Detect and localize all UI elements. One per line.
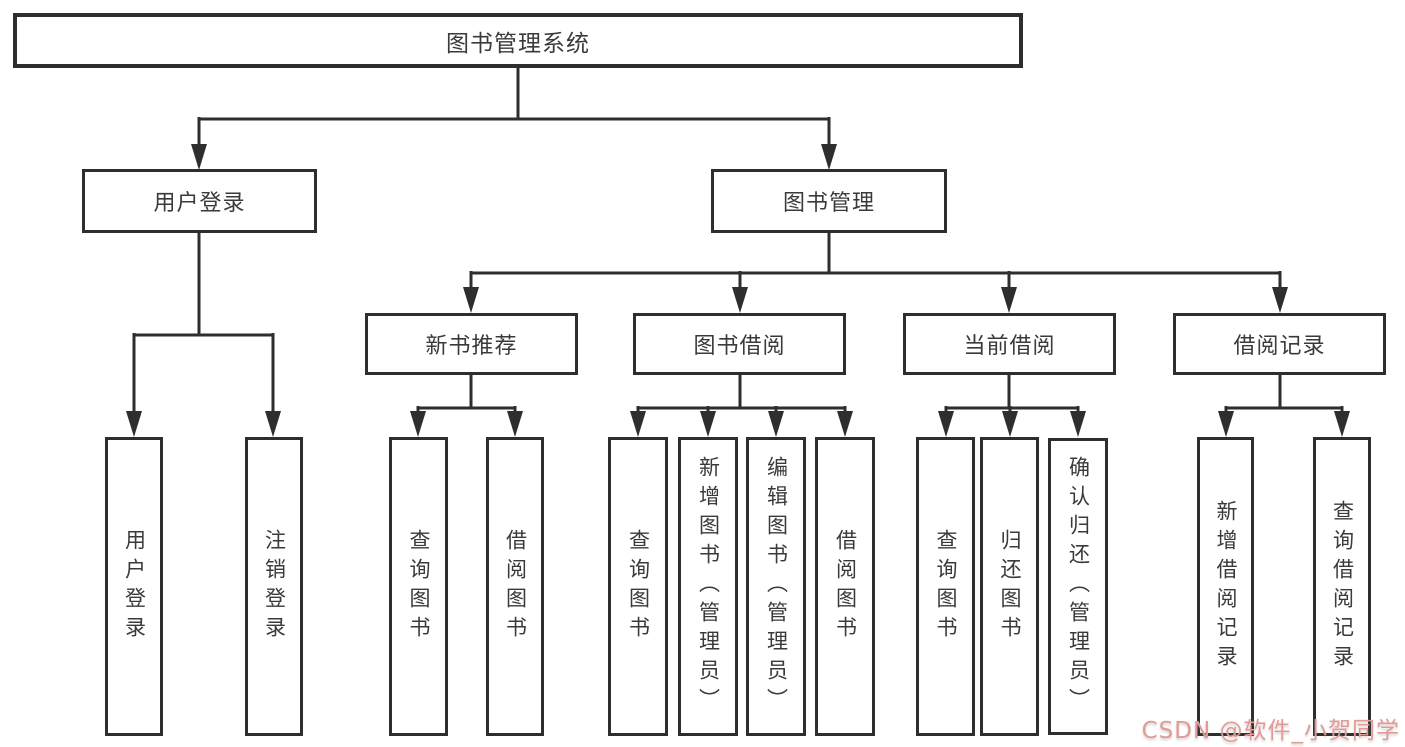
leaf-logout-label: 注销登录 xyxy=(262,528,287,645)
node-user-login: 用户登录 xyxy=(82,169,317,233)
node-current-borrow-label: 当前借阅 xyxy=(963,334,1056,359)
leaf-bb-edit-book-admin: 编辑图书（管理员） xyxy=(746,437,806,736)
leaf-nb-borrow-book: 借阅图书 xyxy=(486,437,544,736)
node-book-borrow: 图书借阅 xyxy=(633,313,846,375)
leaf-bb-add-book-admin: 新增图书（管理员） xyxy=(678,437,738,736)
arrowheads xyxy=(126,144,1350,437)
node-book-borrow-label: 图书借阅 xyxy=(693,334,786,359)
leaf-cb-confirm-return-admin-label: 确认归还（管理员） xyxy=(1066,456,1091,717)
leaf-br-query-record: 查询借阅记录 xyxy=(1313,437,1371,736)
leaf-cb-query-book-label: 查询图书 xyxy=(934,528,958,645)
leaf-nb-borrow-book-label: 借阅图书 xyxy=(503,528,528,645)
node-root: 图书管理系统 xyxy=(13,13,1023,68)
node-new-book-recommend-label: 新书推荐 xyxy=(425,334,518,359)
node-new-book-recommend: 新书推荐 xyxy=(365,313,578,375)
node-book-management: 图书管理 xyxy=(711,169,947,233)
leaf-bb-query-book: 查询图书 xyxy=(608,437,668,736)
leaf-nb-query-book: 查询图书 xyxy=(389,437,448,736)
leaf-bb-edit-book-admin-label: 编辑图书（管理员） xyxy=(764,456,789,717)
node-user-login-label: 用户登录 xyxy=(153,191,246,216)
leaf-br-add-record-label: 新增借阅记录 xyxy=(1214,499,1238,674)
node-borrow-record: 借阅记录 xyxy=(1173,313,1386,375)
leaf-cb-query-book: 查询图书 xyxy=(916,437,975,736)
leaf-br-add-record: 新增借阅记录 xyxy=(1197,437,1254,736)
node-current-borrow: 当前借阅 xyxy=(903,313,1116,375)
node-borrow-record-label: 借阅记录 xyxy=(1233,334,1326,359)
leaf-user-login: 用户登录 xyxy=(105,437,163,736)
leaf-bb-query-book-label: 查询图书 xyxy=(626,528,651,645)
leaf-bb-borrow-book-label: 借阅图书 xyxy=(833,528,858,645)
leaf-user-login-label: 用户登录 xyxy=(122,528,147,645)
leaf-nb-query-book-label: 查询图书 xyxy=(407,528,431,645)
leaf-bb-add-book-admin-label: 新增图书（管理员） xyxy=(696,456,721,717)
leaf-cb-return-book-label: 归还图书 xyxy=(998,528,1022,645)
node-root-label: 图书管理系统 xyxy=(446,30,590,57)
leaf-logout: 注销登录 xyxy=(245,437,303,736)
node-book-management-label: 图书管理 xyxy=(782,191,875,216)
leaf-cb-confirm-return-admin: 确认归还（管理员） xyxy=(1048,438,1108,735)
watermark: CSDN @软件_小贺同学 xyxy=(1141,718,1400,744)
leaf-cb-return-book: 归还图书 xyxy=(980,437,1039,736)
leaf-br-query-record-label: 查询借阅记录 xyxy=(1330,499,1355,674)
leaf-bb-borrow-book: 借阅图书 xyxy=(815,437,875,736)
